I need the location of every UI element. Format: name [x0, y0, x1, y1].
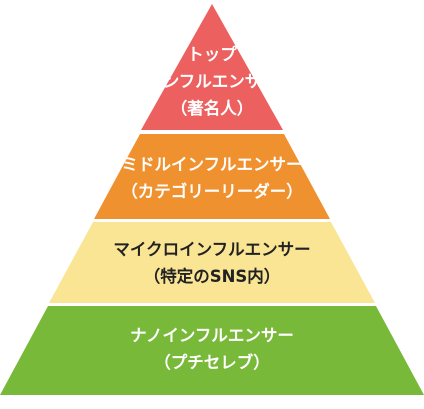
tier-top-subtitle: インフルエンサー: [146, 72, 278, 91]
tier-nano-title: ナノインフルエンサー: [130, 326, 294, 345]
tier-top-title: トップ: [187, 44, 237, 64]
tier-nano-note: （プチセレブ）: [154, 352, 270, 372]
tier-middle-note: （カテゴリーリーダー）: [121, 181, 303, 201]
tier-top-note: （著名人）: [171, 98, 254, 118]
tier-nano-shape: [0, 306, 424, 395]
tier-top-shape: [141, 4, 283, 130]
tier-middle-shape: [94, 134, 330, 219]
tier-micro-shape: [49, 222, 375, 303]
tier-micro-title: マイクロインフルエンサー: [113, 240, 310, 259]
tier-micro-note: （特定のSNS内）: [144, 266, 281, 286]
tier-middle-title: ミドルインフルエンサー: [121, 155, 302, 174]
